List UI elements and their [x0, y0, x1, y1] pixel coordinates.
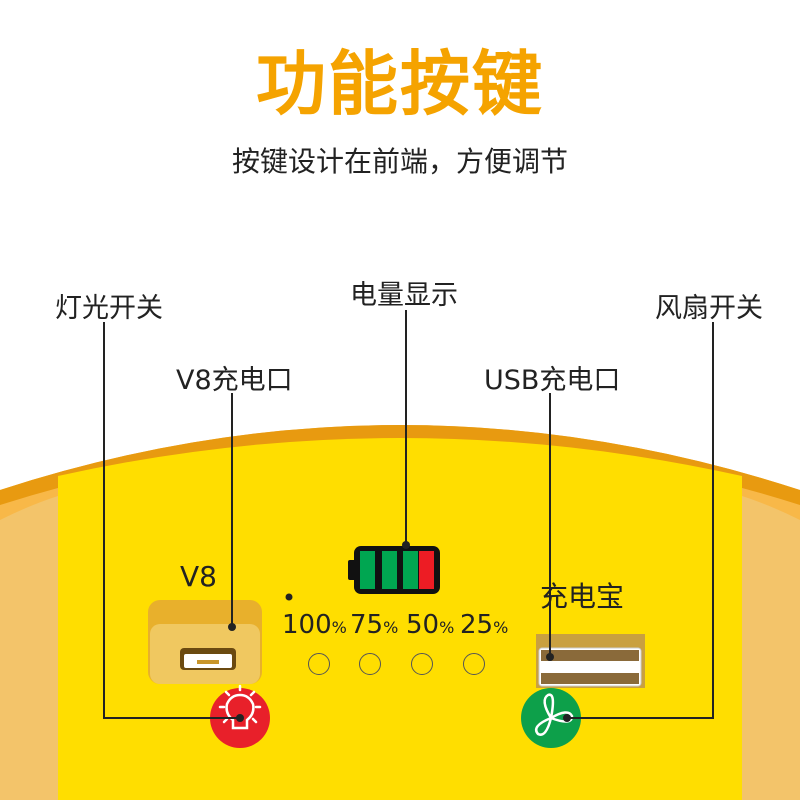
v8-text: V8 [180, 560, 217, 593]
power-bank-text: 充电宝 [540, 580, 625, 613]
indicator-led-25 [463, 653, 485, 675]
fan-switch-label: 风扇开关 [655, 293, 763, 324]
callout-lines [103, 310, 714, 719]
level-75: 75% [350, 610, 399, 640]
page-subtitle: 按键设计在前端，方便调节 [231, 145, 568, 178]
battery-bar [360, 551, 375, 589]
usb-port-label: USB充电口 [484, 365, 621, 396]
v8-port-label: V8充电口 [176, 365, 293, 396]
battery-bar [419, 551, 434, 589]
light-switch-label: 灯光开关 [55, 293, 163, 324]
fan-icon [534, 693, 574, 736]
lightbulb-icon [218, 684, 262, 730]
level-25: 25% [460, 610, 509, 640]
indicator-led-100 [308, 653, 330, 675]
battery-display-label: 电量显示 [350, 280, 458, 311]
v8-port [148, 600, 262, 684]
indicator-led-75 [359, 653, 381, 675]
battery-icon [348, 546, 440, 594]
page-title: 功能按键 [256, 43, 544, 125]
fan-switch-button [521, 688, 581, 748]
indicator-dot [285, 593, 293, 601]
indicator-led-50 [411, 653, 433, 675]
usb-port [536, 634, 645, 688]
battery-bar [382, 551, 397, 589]
battery-bar [403, 551, 418, 589]
level-50: 50% [406, 610, 455, 640]
level-100: 100% [282, 610, 347, 640]
